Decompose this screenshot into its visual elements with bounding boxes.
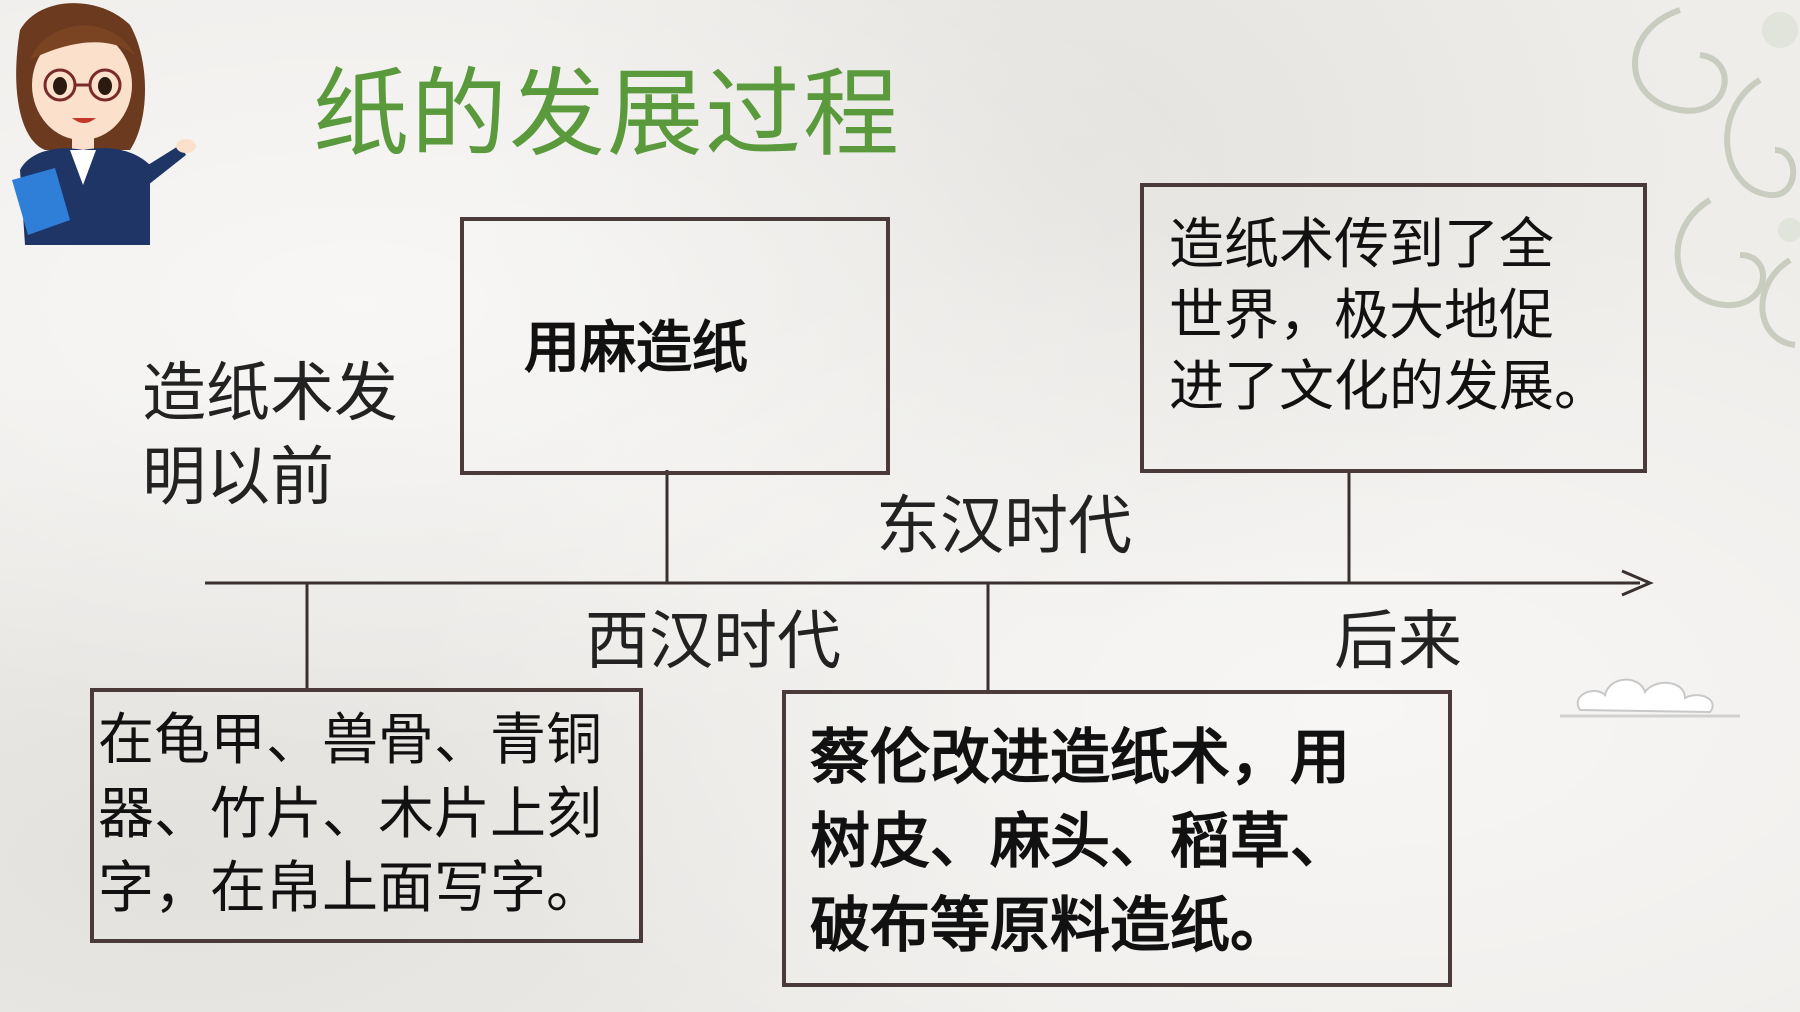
era-label-eastern-han: 东汉时代	[876, 490, 1132, 564]
slide-title: 纸的发展过程	[313, 58, 901, 170]
before-invention-label-line1: 造纸术发	[142, 357, 398, 431]
box-cai-lun-line3: 破布等原料造纸。	[810, 891, 1290, 961]
box-before-paper: 在龟甲、兽骨、青铜 器、竹片、木片上刻 字，在帛上面写字。	[90, 688, 643, 943]
before-invention-label-line2: 明以前	[142, 441, 334, 515]
box-before-paper-line1: 在龟甲、兽骨、青铜	[98, 708, 602, 773]
box-spread-worldwide-line2: 世界，极大地促	[1169, 283, 1555, 347]
box-before-paper-line3: 字，在帛上面写字。	[98, 856, 602, 921]
swirl-ornament	[1632, 7, 1800, 348]
box-spread-worldwide-line1: 造纸术传到了全	[1169, 212, 1555, 276]
box-cai-lun: 蔡伦改进造纸术，用 树皮、麻头、稻草、 破布等原料造纸。	[782, 690, 1452, 987]
teacher-illustration	[12, 3, 196, 245]
era-label-later: 后来	[1334, 605, 1462, 679]
box-spread-worldwide-text: 造纸术传到了全 世界，极大地促 进了文化的发展。	[1169, 209, 1609, 422]
box-cai-lun-line2: 树皮、麻头、稻草、	[810, 807, 1350, 877]
box-hemp-paper-text: 用麻造纸	[524, 316, 748, 381]
box-cai-lun-line1: 蔡伦改进造纸术，用	[810, 723, 1350, 793]
box-before-paper-text: 在龟甲、兽骨、青铜 器、竹片、木片上刻 字，在帛上面写字。	[98, 704, 602, 926]
timeline-arrowhead	[1621, 569, 1654, 597]
before-invention-label: 造纸术发 明以前	[142, 352, 398, 520]
box-spread-worldwide-line3: 进了文化的发展。	[1169, 354, 1610, 418]
box-cai-lun-text: 蔡伦改进造纸术，用 树皮、麻头、稻草、 破布等原料造纸。	[810, 716, 1350, 968]
box-spread-worldwide: 造纸术传到了全 世界，极大地促 进了文化的发展。	[1140, 183, 1647, 473]
era-label-western-han: 西汉时代	[585, 605, 841, 679]
box-hemp-paper: 用麻造纸	[460, 217, 890, 475]
box-before-paper-line2: 器、竹片、木片上刻	[98, 782, 602, 847]
cloud-ornament	[1560, 678, 1740, 718]
